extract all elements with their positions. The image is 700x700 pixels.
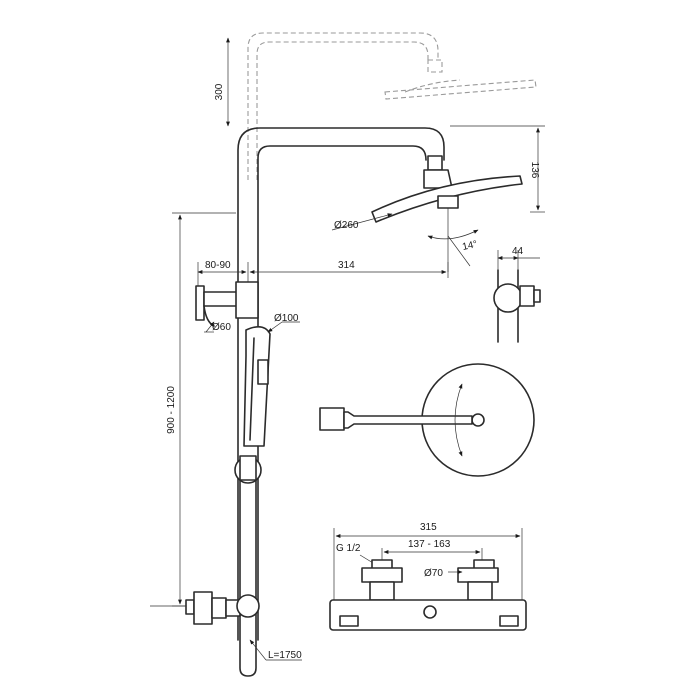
ghost-extended-riser	[247, 32, 537, 180]
top-view	[319, 363, 535, 477]
side-detail: 44	[493, 246, 541, 343]
slide-holder	[234, 455, 262, 484]
overhead-shower-head	[371, 155, 523, 223]
dim-arm-reach-label: 314	[338, 260, 355, 271]
dim-wall-flange-label: Ø60	[212, 322, 231, 333]
dim-handshower-label: Ø100	[274, 313, 299, 324]
hand-shower: Ø100	[243, 313, 300, 447]
dim-height-range-label: 900 - 1200	[166, 386, 177, 434]
dim-head-height-label: 136	[529, 162, 540, 179]
shower-hose	[239, 479, 257, 677]
upper-wall-bracket: Ø60	[195, 281, 259, 333]
dim-head-diameter: Ø260	[331, 213, 393, 231]
dim-mixer-flange-label: Ø70	[424, 568, 443, 579]
lower-bracket	[150, 591, 260, 625]
dim-rise-label: 300	[214, 83, 225, 100]
dim-tilt-label: 14°	[461, 239, 478, 253]
thermostatic-mixer: 315 137 - 163 G 1/2 Ø70	[329, 522, 527, 631]
dim-thread-label: G 1/2	[336, 543, 361, 554]
dim-hose-label: L=1750	[268, 650, 302, 661]
dim-rise: 300	[214, 37, 230, 127]
dim-mixer-width-label: 315	[420, 522, 437, 533]
dim-wall-offset-label: 80-90	[205, 260, 231, 271]
dim-tilt: 14°	[427, 208, 479, 272]
dim-centres-label: 137 - 163	[408, 539, 451, 550]
dim-hose: L=1750	[249, 639, 302, 661]
dim-height-range: 900 - 1200	[166, 212, 236, 607]
dim-head-height: 136	[450, 125, 545, 213]
dim-side-width-label: 44	[512, 246, 524, 257]
riser-pipe	[237, 127, 445, 641]
dim-head-diameter-label: Ø260	[334, 220, 359, 231]
dim-arm: 80-90 314	[197, 260, 449, 290]
